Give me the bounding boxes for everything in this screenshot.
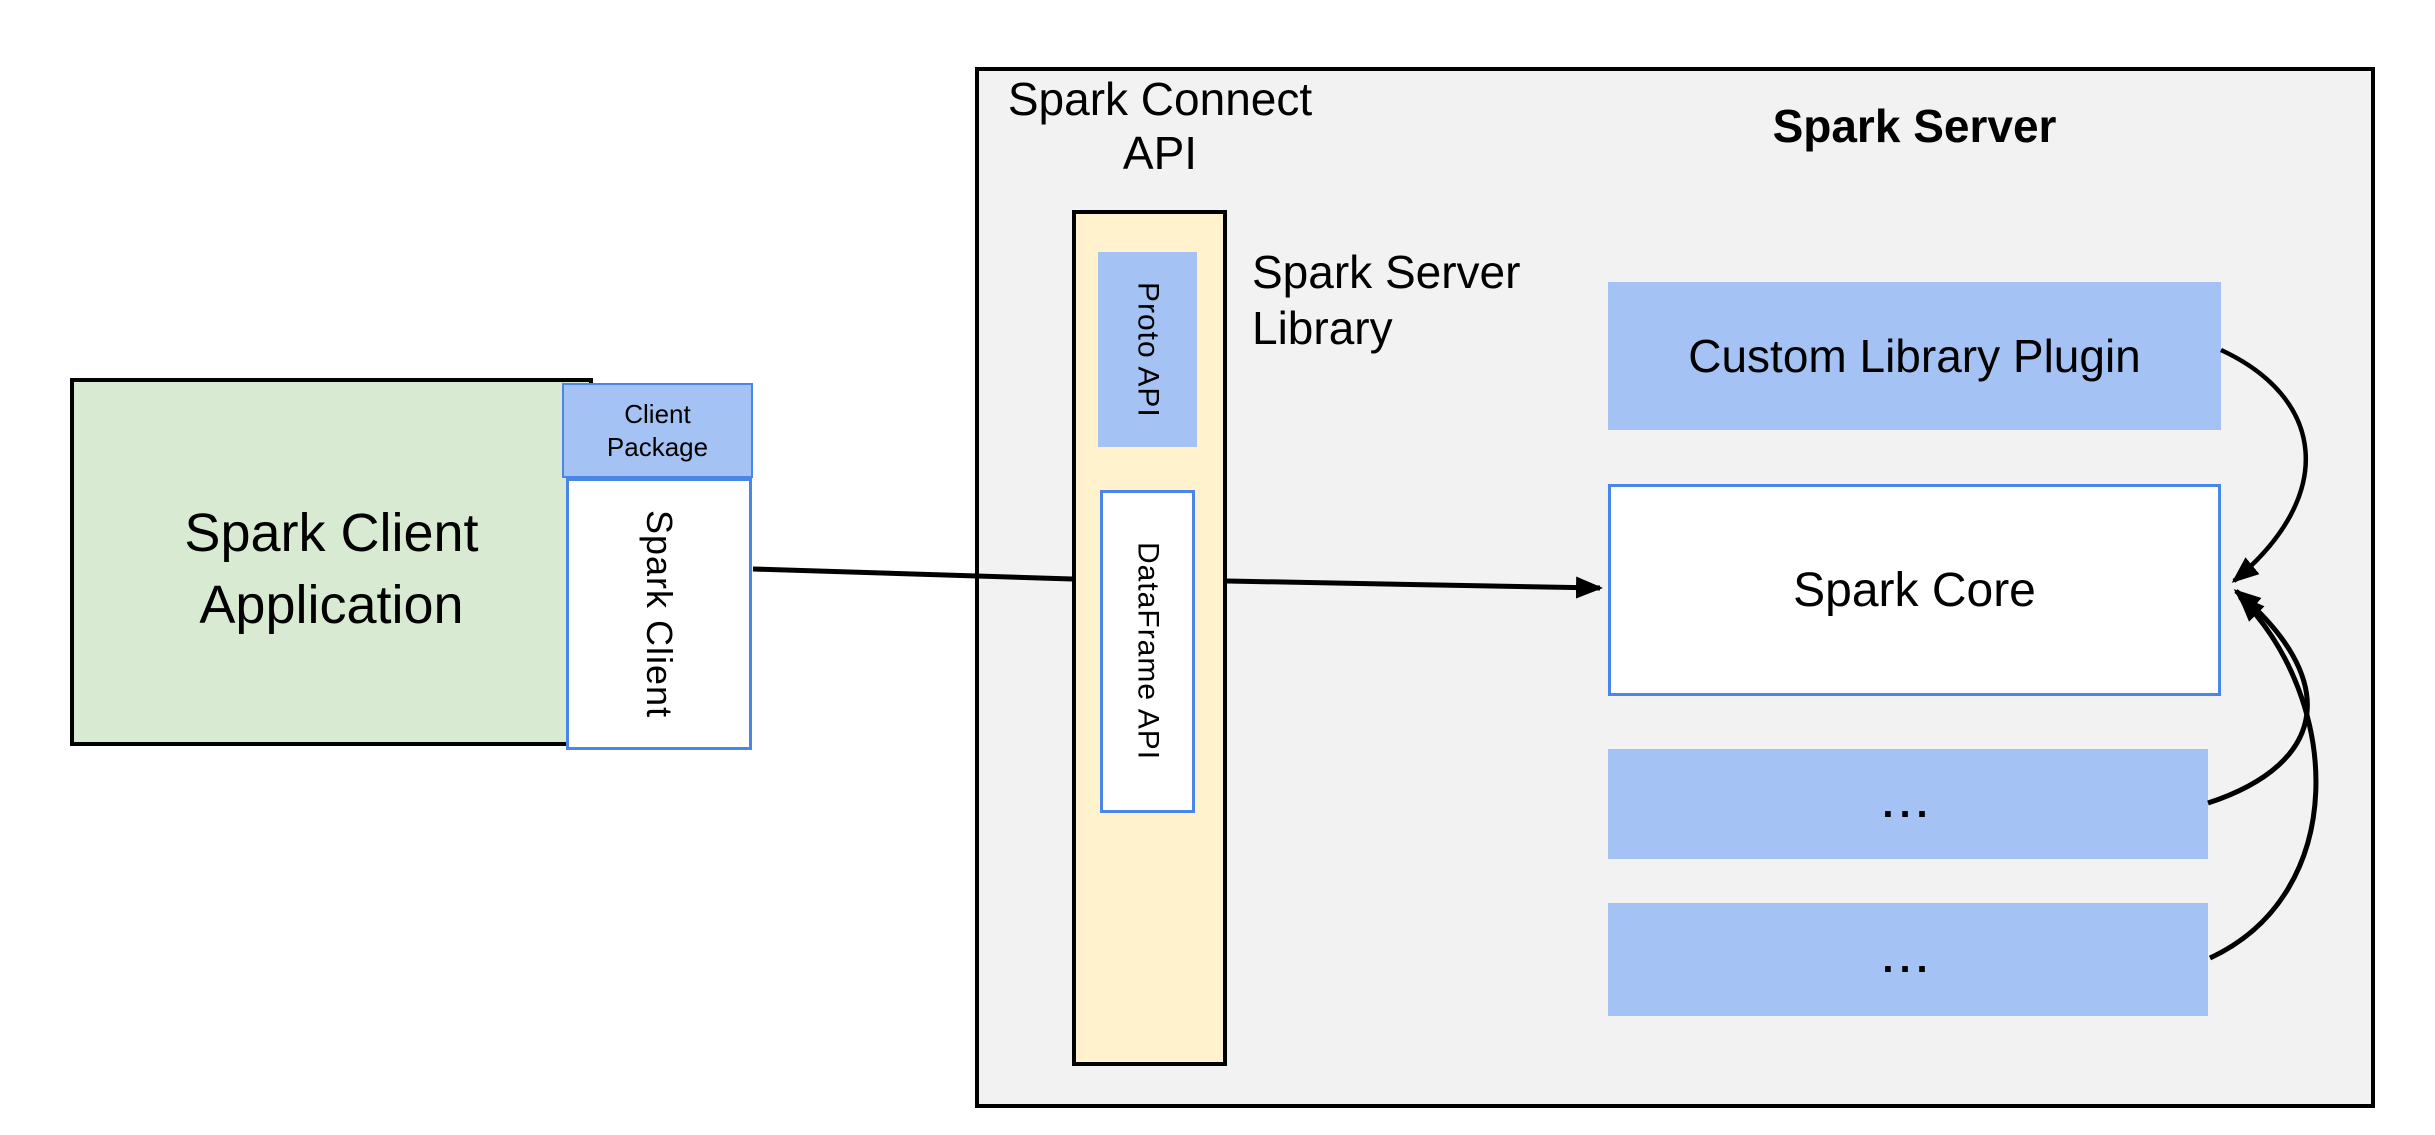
spark-client-application-label: Spark Client Application	[184, 503, 479, 635]
client-package-box: Client Package	[562, 383, 753, 478]
spark-client-box: Spark Client	[566, 478, 752, 750]
dataframe-api-label: DataFrame API	[1131, 542, 1165, 761]
proto-api-label: Proto API	[1131, 281, 1165, 418]
custom-library-plugin-box: Custom Library Plugin	[1608, 282, 2221, 430]
spark-core-label: Spark Core	[1793, 563, 2036, 617]
spark-server-title: Spark Server	[1772, 100, 2057, 152]
spark-core-box: Spark Core	[1608, 484, 2221, 696]
ellipsis-box-2: ...	[1608, 903, 2208, 1016]
client-package-label: Client Package	[606, 398, 709, 462]
ellipsis-box-2-label: ...	[1882, 937, 1934, 981]
custom-library-plugin-label: Custom Library Plugin	[1688, 330, 2141, 382]
spark-connect-api-title: Spark Connect API	[1007, 73, 1313, 179]
proto-api-box: Proto API	[1098, 252, 1197, 447]
ellipsis-box-1-label: ...	[1882, 781, 1934, 826]
spark-client-label: Spark Client	[639, 509, 680, 719]
ellipsis-box-1: ...	[1608, 749, 2208, 859]
spark-client-application-box: Spark Client Application	[70, 378, 593, 746]
spark-server-library-label: Spark Server Library	[1252, 246, 1521, 354]
dataframe-api-box: DataFrame API	[1100, 490, 1195, 813]
